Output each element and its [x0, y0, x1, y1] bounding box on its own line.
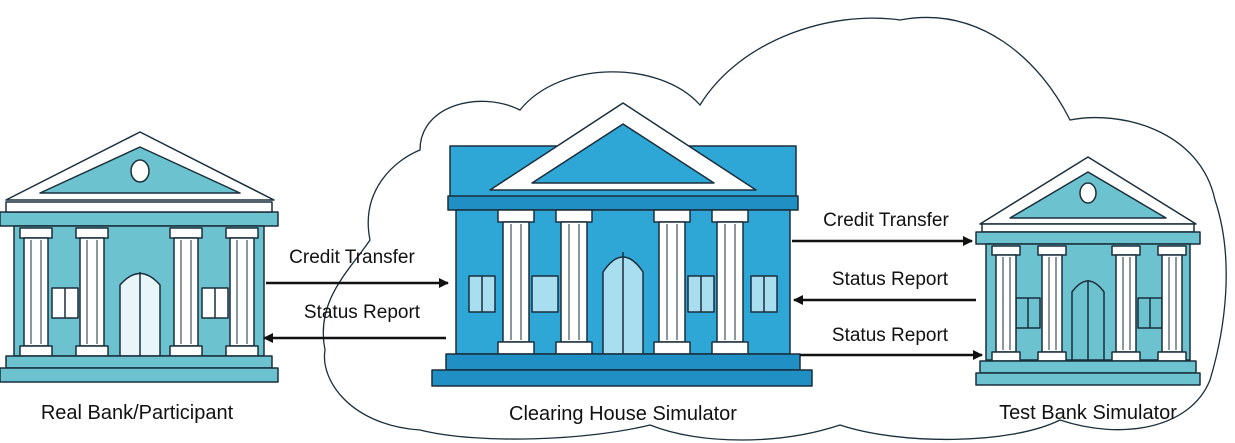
- node-label-real-bank: Real Bank/Participant: [41, 402, 234, 424]
- real-bank-icon: [0, 131, 279, 383]
- edge-label-real-to-ch: Credit Transfer: [289, 247, 415, 268]
- test-bank-icon: [975, 156, 1201, 386]
- node-label-clearing-house: Clearing House Simulator: [509, 403, 737, 425]
- edge-label-ch-to-test: Credit Transfer: [823, 210, 949, 231]
- edge-label-test-to-ch: Status Report: [832, 269, 949, 290]
- clearing-house-icon: [431, 102, 813, 387]
- node-label-test-bank: Test Bank Simulator: [999, 402, 1177, 424]
- edge-label-ch-to-test-status: Status Report: [832, 325, 949, 346]
- edge-label-ch-to-real: Status Report: [304, 302, 421, 323]
